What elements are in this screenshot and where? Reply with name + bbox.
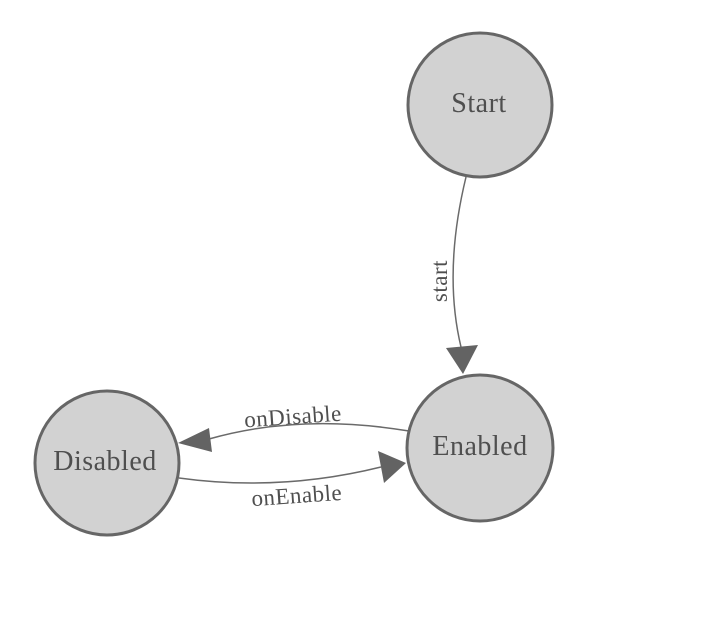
state-node-start: Start: [406, 31, 554, 179]
state-node-disabled: Disabled: [33, 389, 181, 537]
transition-line-onenable: [178, 466, 382, 484]
transition-disabled-to-enabled: onEnable: [178, 451, 406, 511]
transition-label-start: start: [427, 260, 452, 302]
state-circle: [33, 389, 181, 537]
transition-label-ondisable: onDisable: [243, 401, 342, 433]
state-circle: [406, 31, 554, 179]
state-label: Start: [451, 88, 506, 119]
transition-label-onenable: onEnable: [251, 480, 343, 511]
transition-enabled-to-disabled: onDisable: [178, 401, 410, 452]
arrowhead-icon: [178, 428, 212, 452]
transition-line-start: [452, 176, 467, 348]
arrowhead-icon: [378, 451, 406, 483]
transition-start-to-enabled: start: [427, 176, 478, 374]
state-label: Enabled: [432, 431, 527, 462]
transition-line-ondisable: [208, 422, 410, 440]
arrowhead-icon: [446, 345, 478, 374]
state-node-enabled: Enabled: [405, 373, 555, 523]
state-label: Disabled: [53, 446, 157, 477]
state-circle: [405, 373, 555, 523]
